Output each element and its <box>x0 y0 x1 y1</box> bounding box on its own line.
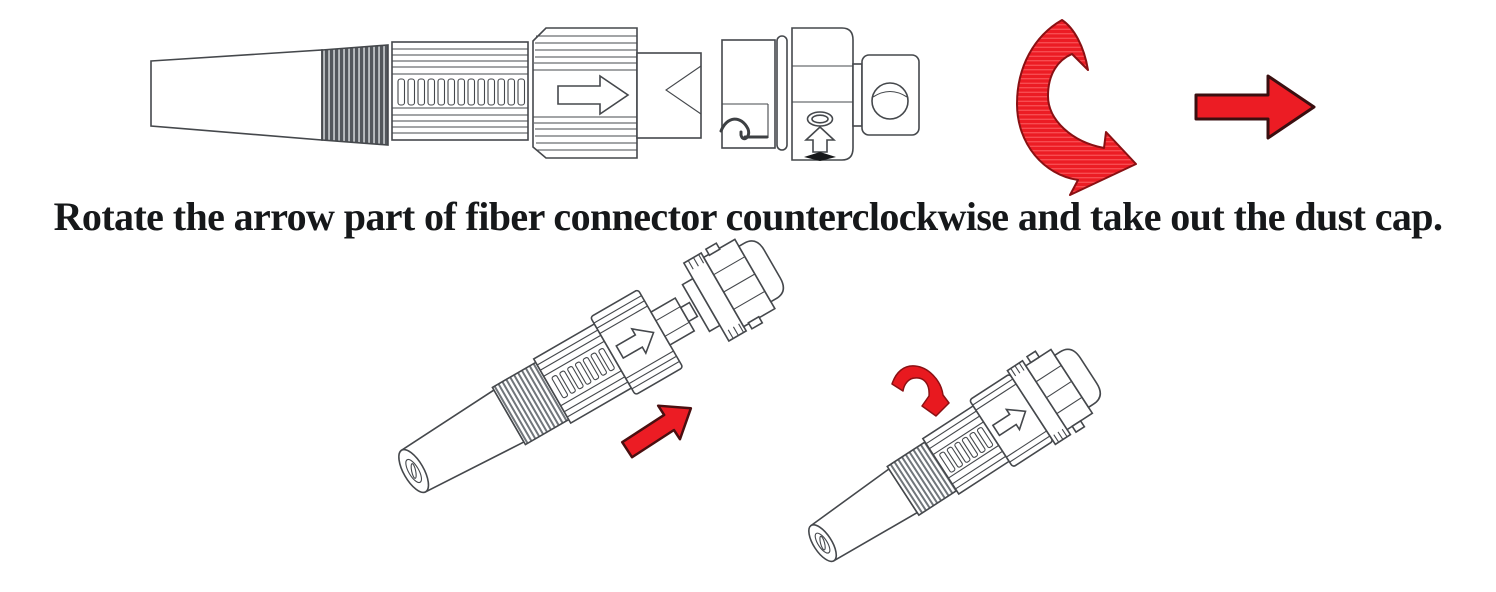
exposed-ferrule-latch <box>649 296 699 347</box>
o-ring <box>776 35 788 151</box>
attached-dust-cap <box>1006 348 1102 446</box>
slotted-body <box>921 404 1011 496</box>
coupling-nut <box>590 289 683 395</box>
assembled-connector <box>808 348 1102 563</box>
connector-with-dust-cap-separated <box>398 238 785 494</box>
grip-bar <box>804 152 836 161</box>
connector-ribbed-collar <box>321 44 389 146</box>
connector-boot <box>150 49 323 141</box>
engraved-forward-arrow-icon <box>615 327 655 360</box>
engraved-forward-arrow-icon <box>991 408 1027 437</box>
engraved-forward-arrow-icon <box>557 74 630 116</box>
coupling-nut <box>532 27 638 159</box>
connector-plug-tip <box>636 52 702 139</box>
instruction-caption: Rotate the arrow part of fiber connector… <box>53 194 1443 239</box>
fiber-connector-exploded-view <box>150 27 920 161</box>
right-direction-arrow-icon <box>1194 74 1316 140</box>
dust-cap-body <box>791 27 854 161</box>
up-right-direction-arrow-icon <box>620 404 693 459</box>
counterclockwise-rotation-arrow-small-icon <box>891 365 950 417</box>
dust-cap-adapter <box>681 238 785 343</box>
connector-slotted-body <box>391 41 529 141</box>
slotted-body <box>532 322 633 425</box>
latch-hook <box>719 117 751 141</box>
counterclockwise-rotation-arrow-icon <box>1016 19 1137 196</box>
dust-cap <box>719 27 920 161</box>
